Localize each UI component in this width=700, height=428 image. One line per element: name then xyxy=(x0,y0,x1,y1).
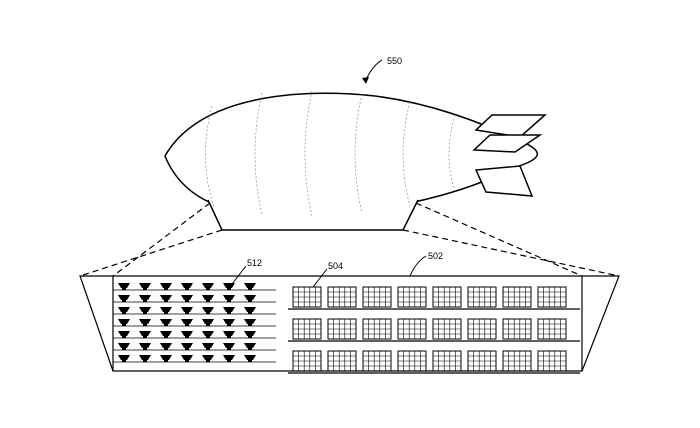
panel-line xyxy=(448,114,456,192)
drone-bay xyxy=(118,343,130,350)
label-502: 502 xyxy=(428,251,443,261)
drone-bay xyxy=(160,355,172,362)
leader-504 xyxy=(312,268,328,288)
airship-envelope xyxy=(164,92,538,217)
airship xyxy=(164,92,547,231)
drone-bay xyxy=(160,319,172,326)
shelving-unit xyxy=(362,318,392,340)
drone-bay xyxy=(202,355,214,362)
drone-bay xyxy=(181,331,193,338)
tail-fin-middle xyxy=(472,134,543,153)
shelving-unit xyxy=(362,350,392,372)
panel-line xyxy=(304,90,313,217)
drone-bay xyxy=(223,295,235,302)
airship-gondola xyxy=(207,199,419,231)
shelving-unit xyxy=(327,286,357,308)
drone-bay xyxy=(139,319,151,326)
shelving-unit xyxy=(397,286,427,308)
shelving-unit xyxy=(467,350,497,372)
drone-bay xyxy=(118,295,130,302)
drone-bay xyxy=(181,295,193,302)
label-550: 550 xyxy=(387,56,402,66)
shelving-unit xyxy=(537,350,567,372)
shelving-unit xyxy=(362,286,392,308)
leader-512 xyxy=(231,265,247,285)
projection-lines xyxy=(79,202,620,277)
drone-bay xyxy=(139,307,151,314)
drone-bay xyxy=(139,283,151,290)
shelving-unit xyxy=(292,318,322,340)
shelving-grid xyxy=(288,286,580,374)
label-504: 504 xyxy=(328,261,343,271)
shelving-unit xyxy=(537,286,567,308)
drone-bay xyxy=(118,307,130,314)
drone-bay xyxy=(223,319,235,326)
envelope-panel-lines xyxy=(205,90,456,217)
drone-bay xyxy=(244,331,256,338)
drone-bay xyxy=(118,355,130,362)
panel-line xyxy=(402,101,411,207)
drone-bay xyxy=(202,283,214,290)
storage-area xyxy=(79,275,620,372)
drone-bay xyxy=(202,319,214,326)
shelving-unit xyxy=(502,318,532,340)
shelving-unit xyxy=(292,350,322,372)
drone-bay xyxy=(244,295,256,302)
drone-bay xyxy=(223,355,235,362)
shelving-unit xyxy=(327,350,357,372)
drone-bay xyxy=(181,283,193,290)
drone-bay xyxy=(202,331,214,338)
drone-bay xyxy=(223,331,235,338)
drone-bay xyxy=(181,319,193,326)
drone-bay xyxy=(118,319,130,326)
drone-bay xyxy=(160,295,172,302)
tail-fin-bottom xyxy=(474,165,534,197)
shelving-unit xyxy=(432,318,462,340)
shelving-unit xyxy=(432,286,462,308)
leader-550-arrow xyxy=(362,77,369,84)
panel-line xyxy=(254,92,263,215)
drone-bay xyxy=(160,307,172,314)
drone-bay-grid xyxy=(113,283,276,363)
shelving-unit xyxy=(292,286,322,308)
drone-bay xyxy=(139,331,151,338)
drone-bay xyxy=(223,343,235,350)
label-512: 512 xyxy=(247,258,262,268)
shelving-unit xyxy=(397,350,427,372)
drone-bay xyxy=(244,307,256,314)
shelving-unit xyxy=(537,318,567,340)
drone-bay xyxy=(181,343,193,350)
drone-bay xyxy=(118,331,130,338)
drone-bay xyxy=(160,343,172,350)
shelving-unit xyxy=(397,318,427,340)
drone-bay xyxy=(223,307,235,314)
drone-bay xyxy=(244,283,256,290)
drone-bay xyxy=(202,307,214,314)
drone-bay xyxy=(118,283,130,290)
drone-bay xyxy=(202,343,214,350)
leader-550 xyxy=(365,59,383,81)
drone-bay xyxy=(139,355,151,362)
drone-bay xyxy=(202,295,214,302)
drone-bay xyxy=(139,295,151,302)
drone-bay xyxy=(181,307,193,314)
drone-bay xyxy=(244,319,256,326)
shelving-unit xyxy=(502,350,532,372)
shelving-unit xyxy=(467,318,497,340)
drone-bay xyxy=(244,343,256,350)
shelving-unit xyxy=(467,286,497,308)
drone-bay xyxy=(181,355,193,362)
shelving-unit xyxy=(327,318,357,340)
shelving-unit xyxy=(432,350,462,372)
drone-bay xyxy=(223,283,235,290)
drone-bay xyxy=(139,343,151,350)
drone-bay xyxy=(244,355,256,362)
panel-line xyxy=(354,93,363,214)
leader-502 xyxy=(409,255,427,277)
panel-line xyxy=(205,105,215,208)
shelving-unit xyxy=(502,286,532,308)
drone-bay xyxy=(160,283,172,290)
drone-bay xyxy=(160,331,172,338)
